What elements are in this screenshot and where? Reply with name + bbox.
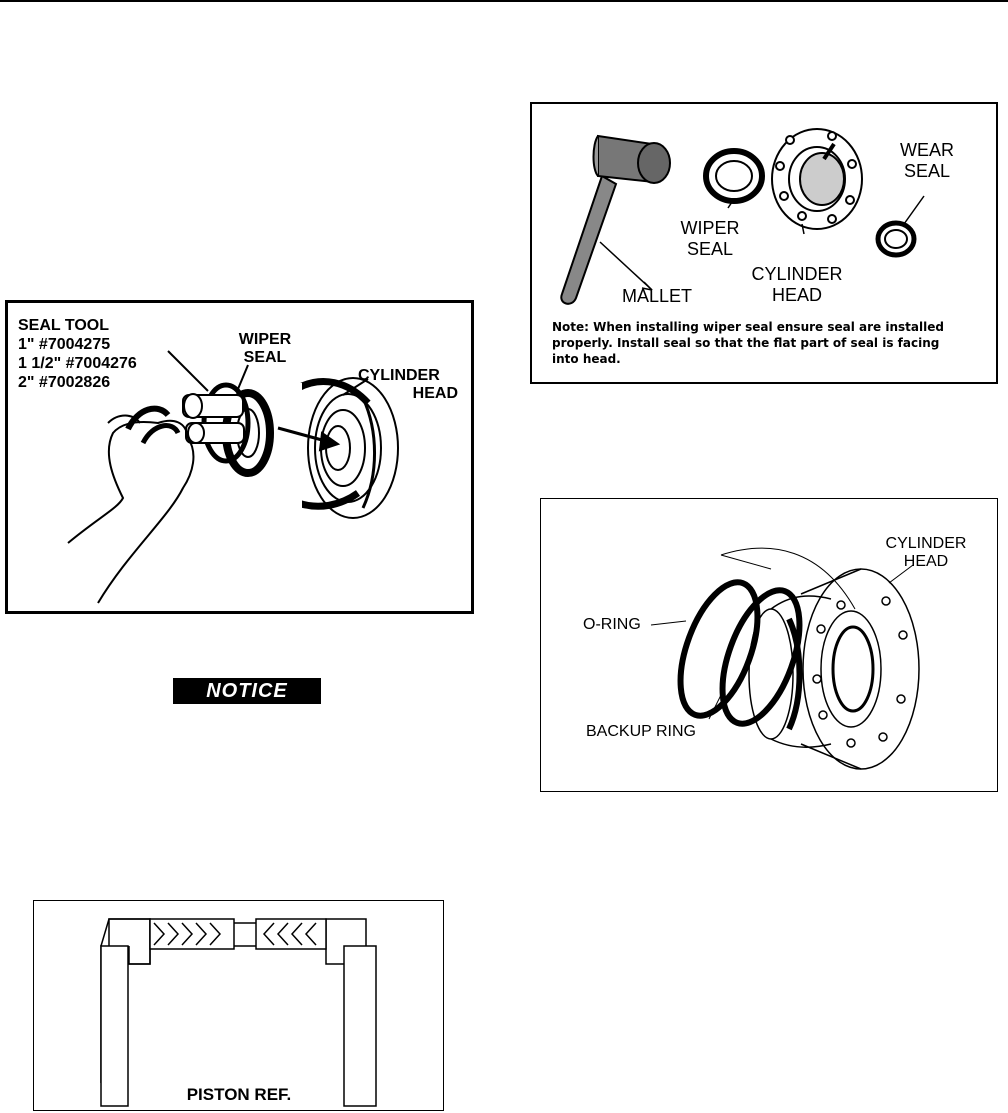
installation-note-line1: Note: When installing wiper seal ensure … — [552, 320, 944, 334]
piston-ref-label: PISTON REF. — [186, 1085, 292, 1104]
cylinder-head-label-line1: CYLINDER — [751, 264, 843, 284]
mallet-label: MALLET — [622, 286, 693, 306]
notice-badge: NOTICE — [173, 678, 321, 704]
wiper-seal-label: WIPER SEAL — [230, 331, 300, 368]
wiper-seal-label-line2: SEAL — [243, 349, 287, 367]
cylinder-head-label-line1: CYLINDER — [885, 535, 967, 552]
seal-tool-title: SEAL TOOL — [18, 317, 109, 334]
mallet-illustration — [560, 128, 925, 305]
cylinder-head-label-line2: HEAD — [412, 385, 458, 403]
installation-note-line2: properly. Install seal so that the flat … — [552, 336, 940, 350]
seal-tool-size-2: 1 1/2" #7004276 — [18, 355, 137, 372]
wiper-seal-label-line1: WIPER — [238, 331, 292, 348]
rings-figure: CYLINDER HEAD O-RING BACKUP RING — [540, 498, 998, 792]
cylinder-head-label: CYLINDER HEAD — [358, 367, 458, 404]
wiper-seal-label-line2: SEAL — [686, 238, 734, 259]
cylinder-head-label-line1: CYLINDER — [358, 367, 440, 384]
cylinder-head-label: CYLINDER HEAD — [742, 264, 852, 305]
installation-note-line3: into head. — [552, 352, 621, 366]
cylinder-head-label: CYLINDER HEAD — [871, 535, 981, 572]
piston-figure: PISTON REF. — [33, 900, 444, 1111]
top-rule — [0, 0, 1008, 2]
mallet-figure: WIPER SEAL CYLINDER HEAD WEAR SEAL MALLE… — [530, 102, 998, 384]
cylinder-head-label-line2: HEAD — [903, 553, 949, 571]
seal-tool-size-1: 1" #7004275 — [18, 336, 111, 353]
seal-tool-figure: SEAL TOOL 1" #7004275 1 1/2" #7004276 2"… — [5, 300, 474, 614]
wear-seal-label-line2: SEAL — [903, 160, 951, 181]
seal-tool-size-3: 2" #7002826 — [18, 374, 111, 391]
wiper-seal-label-line1: WIPER — [680, 218, 740, 238]
wear-seal-label: WEAR SEAL — [887, 140, 967, 181]
backup-ring-label: BACKUP RING — [586, 723, 696, 740]
cylinder-head-label-line2: HEAD — [771, 284, 822, 305]
wiper-seal-label: WIPER SEAL — [670, 218, 750, 259]
installation-note: Note: When installing wiper seal ensure … — [552, 319, 992, 367]
piston-illustration — [100, 918, 377, 1107]
wear-seal-label-line1: WEAR — [900, 140, 954, 160]
seal-tool-illustration — [67, 350, 399, 604]
o-ring-label: O-RING — [583, 616, 641, 633]
rings-illustration — [650, 547, 920, 770]
